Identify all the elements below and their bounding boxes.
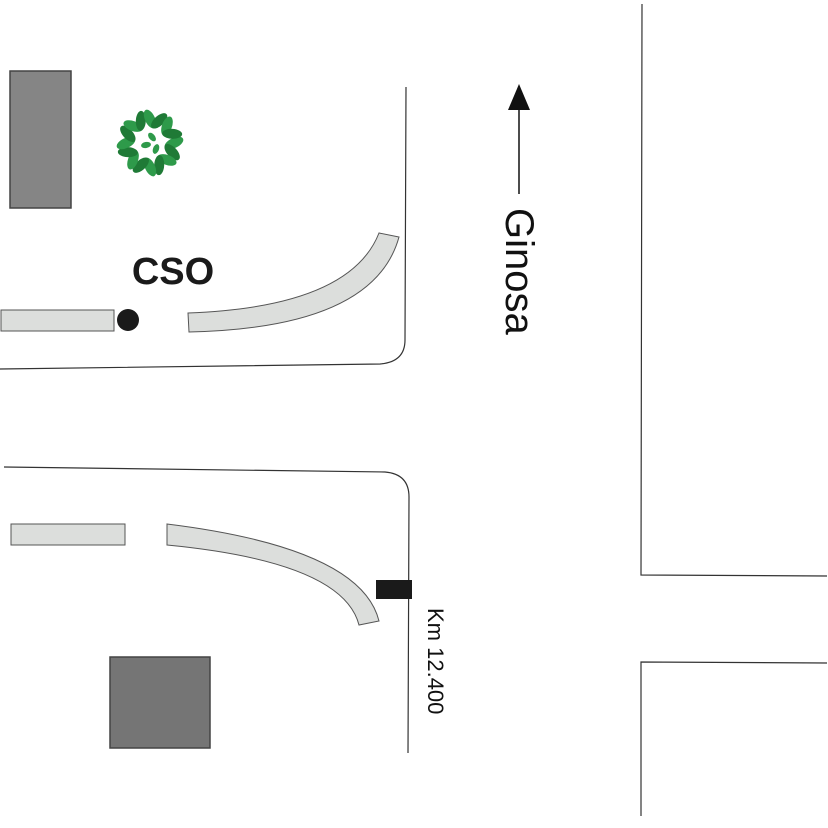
traffic-island-upper-curve: [187, 232, 400, 333]
traffic-island-upper-left: [0, 309, 115, 332]
location-label: CSO: [132, 251, 214, 293]
wreath-leaf: [162, 128, 183, 139]
wreath-inner-leaf: [141, 141, 151, 149]
traffic-island-lower-left: [10, 523, 126, 546]
road-edge-right-lower: [640, 661, 828, 816]
arrow-up-icon: [508, 84, 530, 110]
wreath-inner-leaf: [148, 132, 156, 142]
road-edge-lower: [3, 466, 410, 754]
direction-label: Ginosa: [497, 208, 541, 335]
wreath-leaf: [135, 110, 146, 131]
kilometer-label: Km 12.400: [423, 608, 448, 714]
green-leaf-wreath-icon: [116, 109, 184, 177]
km-marker-icon[interactable]: [376, 580, 412, 599]
building-top-left: [9, 70, 72, 209]
location-dot-icon[interactable]: [117, 309, 139, 331]
wreath-inner-leaf: [152, 144, 160, 154]
wreath-leaf: [151, 113, 168, 129]
wreath-leaf: [132, 157, 149, 173]
building-bottom: [109, 656, 211, 749]
road-edge-upper: [0, 86, 407, 370]
wreath-leaf: [120, 125, 136, 142]
wreath-leaf: [164, 144, 180, 161]
traffic-island-lower-curve: [166, 523, 380, 626]
road-edge-right-upper: [640, 3, 828, 577]
wreath-leaf: [117, 147, 138, 158]
wreath-leaf: [154, 155, 165, 176]
